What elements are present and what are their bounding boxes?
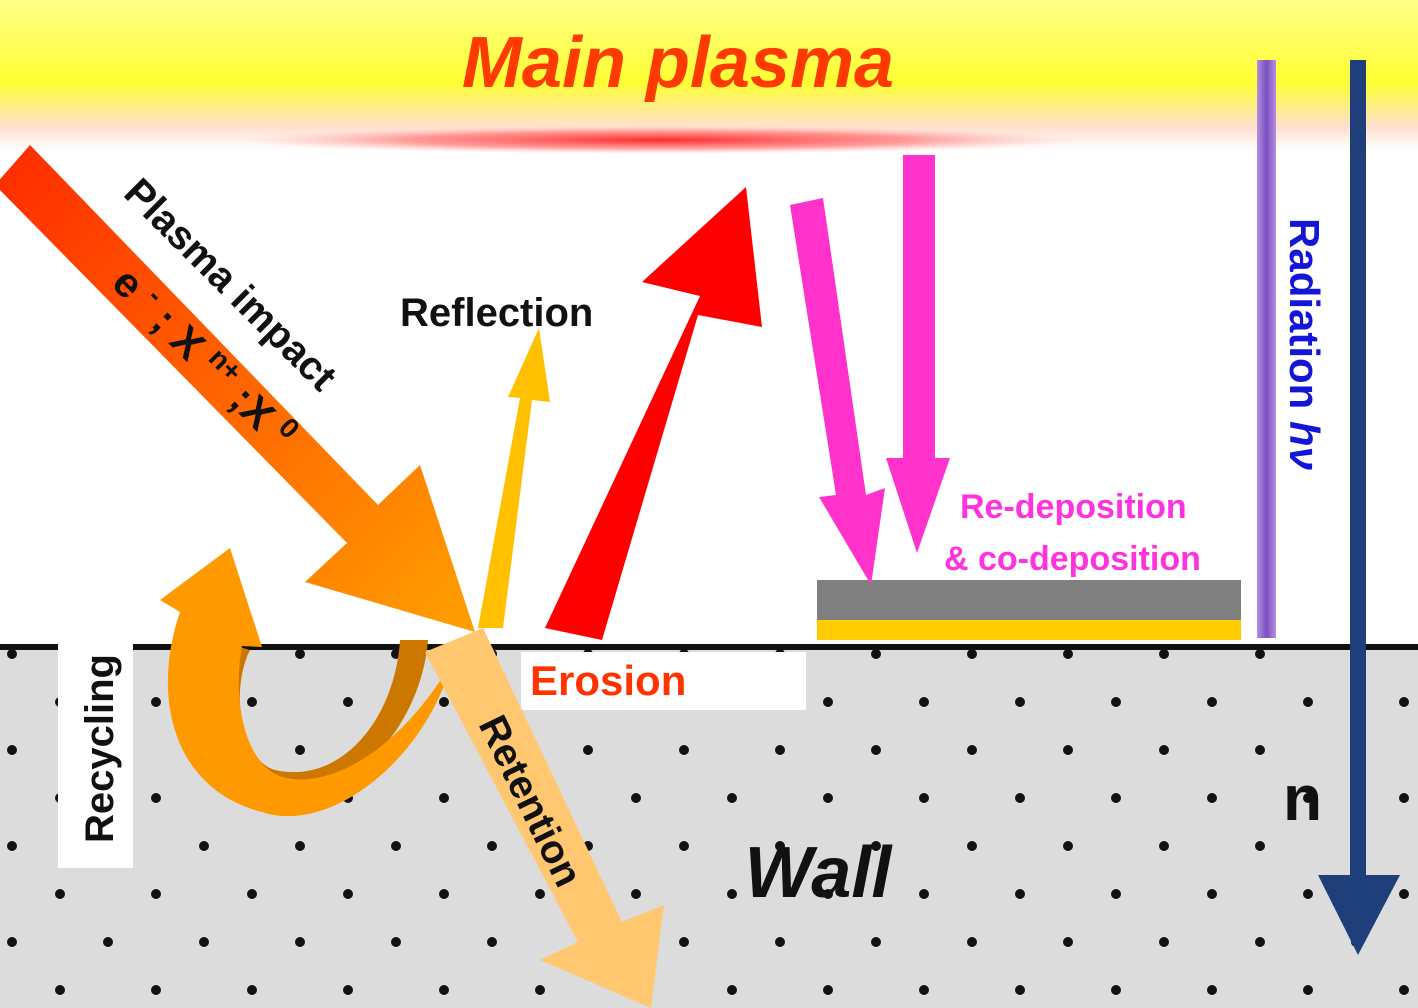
erosion-label: Erosion xyxy=(530,657,686,704)
species-sep1: ; X xyxy=(143,298,214,369)
radiation-word: Radiation xyxy=(1281,218,1328,409)
redeposition-label-line1: Re-deposition xyxy=(960,488,1187,526)
main-plasma-region: Main plasma xyxy=(0,0,1418,154)
recycling-arrow: Recycling xyxy=(58,548,452,868)
recycling-arrow-front xyxy=(160,548,452,817)
redeposition-label-line2: & co-deposition xyxy=(944,540,1201,578)
redeposition-arrows: Re-deposition & co-deposition xyxy=(790,155,1201,585)
main-plasma-title: Main plasma xyxy=(462,23,894,103)
radiation-arrow: Radiation hν xyxy=(1257,60,1328,638)
species-label: e - ; X n+ ;X 0 xyxy=(104,247,315,458)
radiation-label: Radiation hν xyxy=(1281,218,1328,470)
reflection-label: Reflection xyxy=(400,291,593,335)
radiation-arrow-shaft xyxy=(1257,60,1276,638)
neutron-label: n xyxy=(1283,762,1322,834)
plasma-impact-arrow: Plasma impact e - ; X n+ ;X 0 xyxy=(0,145,475,632)
erosion-arrow: Erosion xyxy=(521,187,806,710)
species-minus: - xyxy=(142,281,171,310)
neutron-arrow-shape xyxy=(1318,60,1400,955)
reflection-arrow: Reflection xyxy=(400,291,593,628)
reflection-arrow-body xyxy=(478,328,550,628)
retention-arrow-shape xyxy=(425,628,664,1008)
recycling-label: Recycling xyxy=(78,654,122,843)
deposit-layer xyxy=(817,580,1241,620)
recycling-label-box xyxy=(58,600,133,868)
species-sep2: ;X xyxy=(221,376,284,439)
erosion-arrow-shape xyxy=(545,187,762,640)
plasma-band xyxy=(0,0,1418,150)
redeposition-arrow-left xyxy=(790,198,885,585)
redeposition-arrow-right xyxy=(886,155,950,553)
substrate-layer xyxy=(817,620,1241,640)
deposition-layers xyxy=(817,580,1241,640)
neutron-arrow: n xyxy=(1283,60,1400,955)
radiation-symbol: hν xyxy=(1281,421,1328,470)
erosion-label-box xyxy=(521,652,806,710)
plasma-glow xyxy=(240,126,1080,154)
wall-label: Wall xyxy=(745,833,894,913)
plasma-impact-arrow-shape xyxy=(0,145,475,632)
